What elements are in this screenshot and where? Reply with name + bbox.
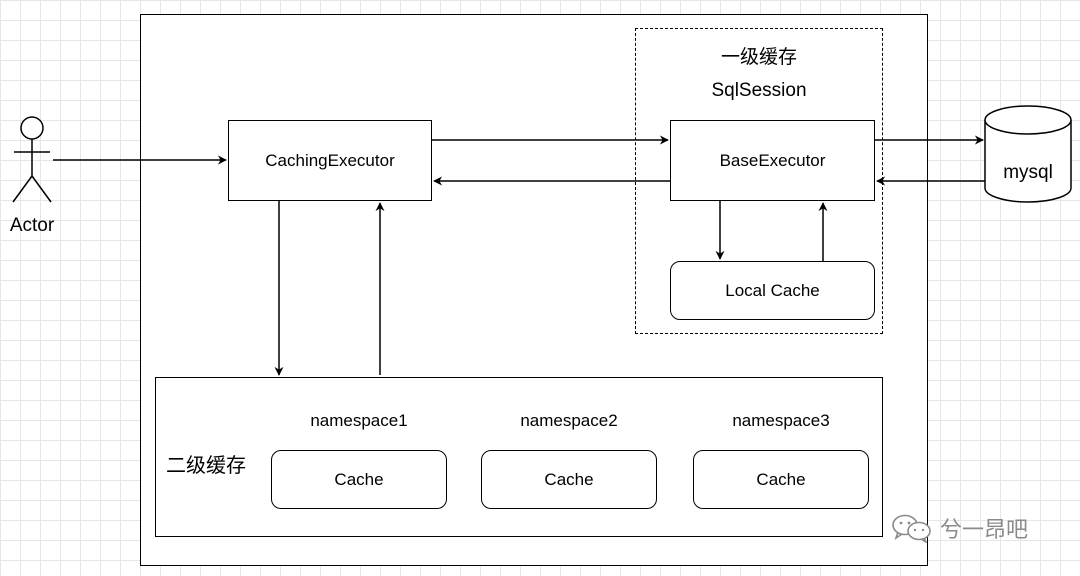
- namespace1-label: namespace1: [310, 411, 408, 430]
- local-cache-box[interactable]: Local Cache: [670, 261, 875, 320]
- namespace1-cache-box[interactable]: Cache: [271, 450, 447, 509]
- wechat-icon: [892, 514, 931, 543]
- level1-cache-title: 一级缓存: [720, 46, 797, 68]
- watermark: 兮一昂吧: [890, 512, 1028, 544]
- namespace2-cache-box[interactable]: Cache: [481, 450, 657, 509]
- actor-right-leg: [31, 175, 52, 203]
- namespace3-label: namespace3: [732, 411, 830, 430]
- watermark-text: 兮一昂吧: [940, 518, 1029, 543]
- base-executor-box[interactable]: BaseExecutor: [670, 120, 875, 201]
- namespace3-cache-box[interactable]: Cache: [693, 450, 869, 509]
- sqlsession-label: SqlSession: [711, 80, 807, 101]
- caching-executor-box[interactable]: CachingExecutor: [228, 120, 432, 201]
- actor-figure: [12, 116, 52, 203]
- actor-head: [20, 116, 44, 140]
- namespace2-label: namespace2: [520, 411, 618, 430]
- actor-left-leg: [12, 175, 33, 203]
- actor-label: Actor: [9, 215, 55, 236]
- level2-cache-title: 二级缓存: [166, 453, 246, 477]
- mysql-label: mysql: [1003, 162, 1053, 183]
- mysql-database-icon: [984, 105, 1072, 203]
